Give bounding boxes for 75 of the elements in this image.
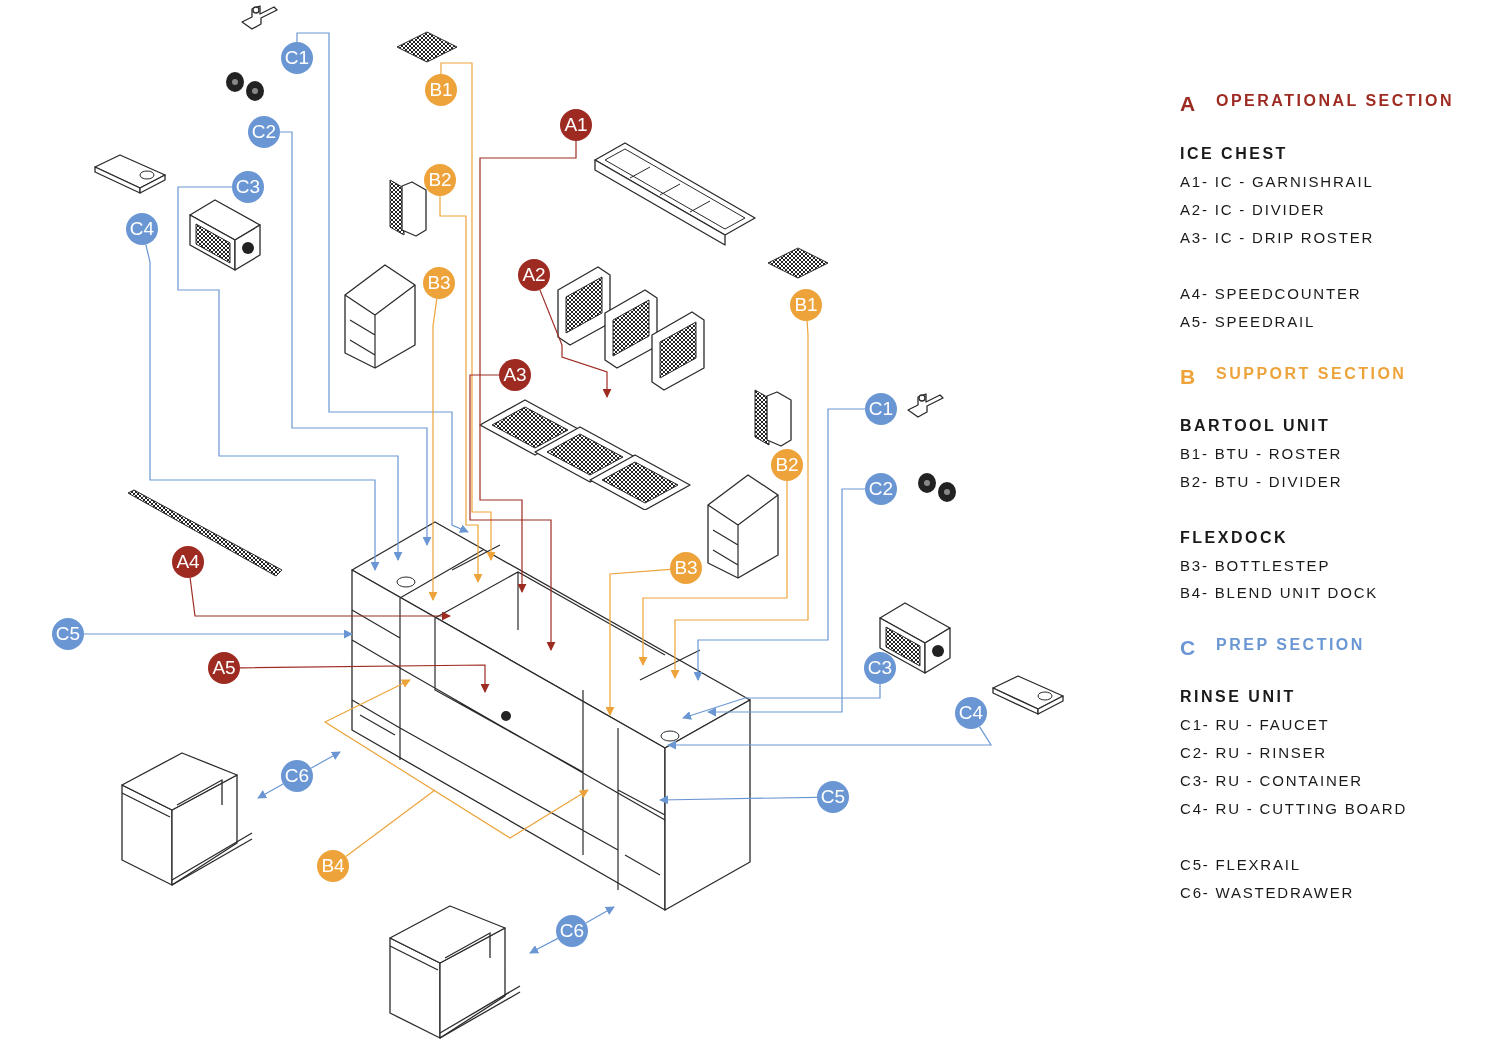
leader-line: [659, 795, 818, 805]
part-list-item: C1- RU - FAUCET: [1180, 716, 1330, 733]
section-letter: B: [1180, 365, 1196, 389]
part-list-item: B3- BOTTLESTEP: [1180, 557, 1331, 574]
leader-line: [145, 243, 380, 571]
part-list-item: C6- WASTEDRAWER: [1180, 884, 1355, 901]
callout-number: B3: [423, 267, 455, 299]
part-list-item: B1- BTU - ROSTER: [1180, 445, 1343, 462]
leader-line: [479, 140, 577, 593]
leader-line: [439, 195, 483, 583]
callout-number: C4: [126, 213, 158, 245]
callout-number: C5: [52, 618, 84, 650]
part-list-item: B4- BLEND UNIT DOCK: [1180, 584, 1379, 601]
part-list-item: A4- SPEEDCOUNTER: [1180, 285, 1362, 302]
leader-line: [296, 32, 469, 533]
leader-line: [707, 488, 866, 717]
callout-number: A2: [518, 259, 550, 291]
callout-number: C4: [955, 697, 987, 729]
callout-number: A4: [172, 546, 204, 578]
callout-number: B1: [790, 289, 822, 321]
part-list-item: A3- IC - DRIP ROSTER: [1180, 229, 1375, 246]
callout-number: C1: [865, 393, 897, 425]
leader-line: [682, 683, 881, 720]
callout-number: A3: [499, 359, 531, 391]
group-heading: RINSE UNIT: [1180, 688, 1296, 706]
section-heading: OPERATIONAL SECTION: [1216, 92, 1455, 110]
leader-line: [279, 131, 432, 546]
callout-number: C1: [281, 42, 313, 74]
leader-line: [605, 568, 671, 716]
drip-roster-drawing: [478, 398, 692, 510]
part-list-item: C4- RU - CUTTING BOARD: [1180, 800, 1408, 817]
leader-line: [469, 374, 556, 651]
callout-number: C3: [864, 652, 896, 684]
group-heading: ICE CHEST: [1180, 145, 1288, 163]
part-list-item: B2- BTU - DIVIDER: [1180, 473, 1343, 490]
leader-line: [529, 937, 559, 954]
leader-line: [693, 408, 866, 681]
leader-line: [440, 62, 496, 561]
part-list-item: A2- IC - DIVIDER: [1180, 201, 1326, 218]
section-heading: SUPPORT SECTION: [1216, 365, 1407, 383]
group-heading: BARTOOL UNIT: [1180, 417, 1331, 435]
part-list-item: C5- FLEXRAIL: [1180, 856, 1301, 873]
leader-line: [428, 298, 438, 601]
section-letter: C: [1180, 636, 1196, 660]
callout-number: C2: [865, 473, 897, 505]
callout-number: C6: [281, 760, 313, 792]
section-letter: A: [1180, 92, 1196, 116]
section-heading: PREP SECTION: [1216, 636, 1365, 654]
callout-number: B3: [670, 552, 702, 584]
group-heading: FLEXDOCK: [1180, 529, 1288, 547]
callout-number: B2: [771, 449, 803, 481]
leader-line: [539, 289, 612, 398]
leader-line: [310, 751, 341, 769]
part-list-item: A1- IC - GARNISHRAIL: [1180, 173, 1374, 190]
leader-line: [177, 186, 403, 561]
part-list-item: A5- SPEEDRAIL: [1180, 313, 1316, 330]
callout-number: C6: [556, 915, 588, 947]
leader-line: [83, 629, 353, 639]
leader-line: [189, 577, 451, 621]
callout-number: B2: [424, 164, 456, 196]
part-list-item: C2- RU - RINSER: [1180, 744, 1327, 761]
leader-line: [670, 320, 809, 679]
callout-number: B1: [425, 74, 457, 106]
callout-number: C5: [817, 781, 849, 813]
callout-number: C3: [232, 171, 264, 203]
leader-line: [345, 789, 436, 857]
callout-number: A5: [208, 652, 240, 684]
callout-number: C2: [248, 116, 280, 148]
leader-line: [585, 906, 615, 924]
part-list-item: C3- RU - CONTAINER: [1180, 772, 1363, 789]
callout-number: A1: [560, 109, 592, 141]
leader-line: [638, 480, 788, 666]
callout-number: B4: [317, 850, 349, 882]
leader-line: [257, 783, 284, 799]
leader-line: [239, 664, 490, 693]
